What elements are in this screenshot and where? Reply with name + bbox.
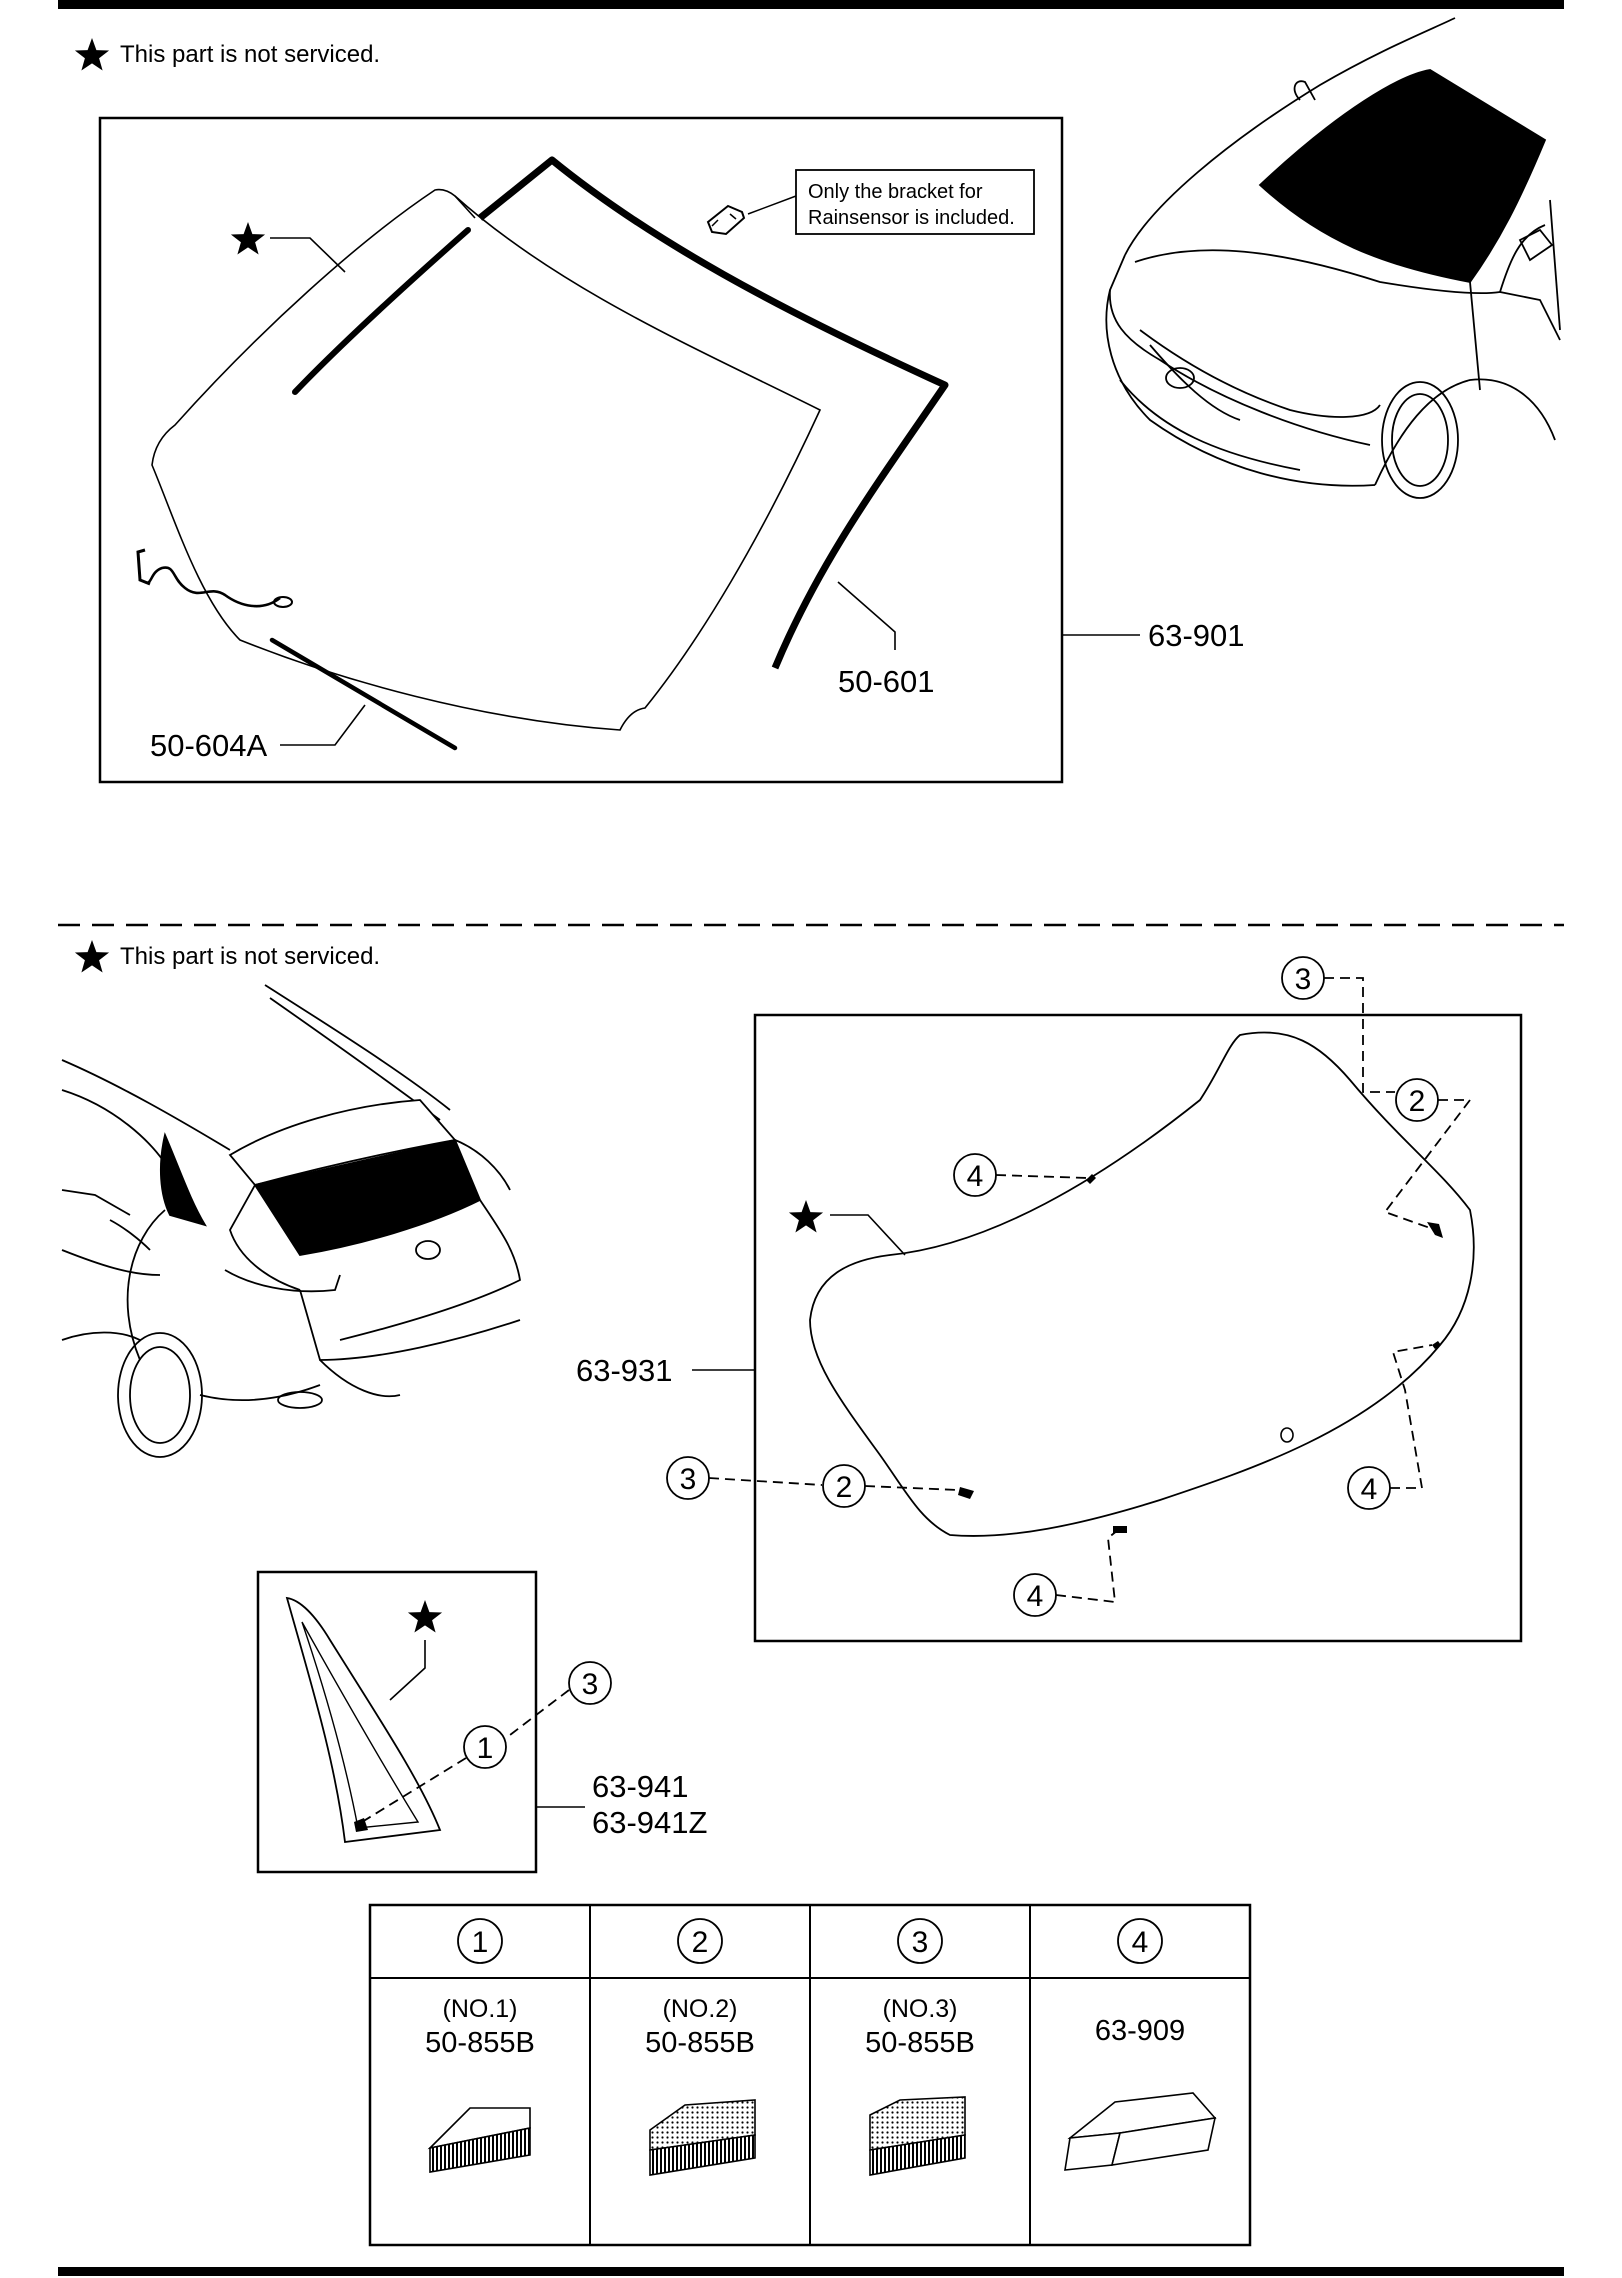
table-header-3: [897, 1918, 943, 1964]
label-63-941Z: 63-941Z: [592, 1805, 707, 1840]
table-sub-2: (NO.2): [663, 1995, 738, 2023]
top-note-text: This part is not serviced.: [120, 41, 380, 68]
callout-4-bottom: 4: [1027, 1580, 1044, 1613]
back-window-callouts: [666, 956, 1472, 1617]
callout-3-left: 3: [680, 1463, 697, 1496]
table-part-4: 63-909: [1095, 2015, 1185, 2047]
label-63-931: 63-931: [576, 1353, 673, 1388]
callout-3-top: 3: [1295, 963, 1312, 996]
callout-box: [795, 169, 1035, 235]
leader-50-601: [837, 581, 896, 650]
bottom-note-text: This part is not serviced.: [120, 943, 380, 970]
wire-connector: [136, 548, 151, 586]
windshield-inner-edge: [454, 195, 476, 219]
top-note: This part is not serviced.: [74, 38, 380, 71]
callout-line1: Only the bracket for: [808, 181, 983, 203]
star-icon: [407, 1600, 443, 1633]
molding-50-601: [477, 156, 949, 670]
molding-50-604A: [269, 637, 458, 751]
wire-harness: [144, 566, 281, 608]
windshield-glass: [151, 188, 822, 731]
callout-1-quarter: 1: [477, 1732, 494, 1765]
back-window-glass: [809, 1031, 1475, 1537]
callout-2-right: 2: [1409, 1085, 1426, 1118]
svg-text:2: 2: [692, 1926, 709, 1959]
quarter-glass-frame: [256, 1570, 538, 1874]
callout-4-top: 4: [967, 1160, 984, 1193]
leader-50-604A: [280, 704, 366, 746]
car-rear-illustration: [61, 984, 521, 1458]
star-icon: [74, 38, 110, 71]
callout-3-quarter: 3: [582, 1668, 599, 1701]
svg-text:1: 1: [472, 1926, 489, 1959]
top-rule: [58, 0, 1564, 9]
table-header-1: [457, 1918, 503, 1964]
star-icon: [788, 1200, 824, 1233]
label-63-941: 63-941: [592, 1769, 689, 1804]
label-63-901: 63-901: [1148, 618, 1245, 653]
table-header-4: [1117, 1918, 1163, 1964]
table-header-2: [677, 1918, 723, 1964]
side-molding-left: [292, 227, 471, 395]
parts-table: 1 2 3 4 (NO.1) 50-855B (NO.2) 50-855B (N…: [368, 1903, 1252, 2247]
label-50-604A: 50-604A: [150, 728, 268, 763]
label-50-601: 50-601: [838, 664, 935, 699]
windshield-frame: [98, 116, 1064, 784]
spacer-icon-3: [869, 2096, 966, 2176]
star-leader: [270, 237, 346, 273]
bottom-note: This part is not serviced.: [74, 940, 380, 973]
spacer-icon-4: [1064, 2092, 1217, 2171]
star-icon: [74, 940, 110, 973]
table-sub-1: (NO.1): [443, 1995, 518, 2023]
callout-line2: Rainsensor is included.: [808, 207, 1015, 229]
table-part-2: 50-855B: [645, 2027, 755, 2059]
table-part-3: 50-855B: [865, 2027, 975, 2059]
back-window-frame: [753, 1013, 1523, 1643]
callout-2-left: 2: [836, 1471, 853, 1504]
svg-text:4: 4: [1132, 1926, 1149, 1959]
svg-text:3: 3: [912, 1926, 929, 1959]
callout-4-right: 4: [1361, 1473, 1378, 1506]
star-icon: [230, 222, 266, 255]
rainsensor-bracket: Only the bracket for Rainsensor is inclu…: [706, 169, 1035, 236]
spacer-icon-1: [427, 2107, 531, 2173]
quarter-glass-callouts: [361, 1661, 612, 1823]
table-sub-3: (NO.3): [883, 1995, 958, 2023]
bottom-rule: [58, 2267, 1564, 2276]
table-part-1: 50-855B: [425, 2027, 535, 2059]
quarter-glass: [285, 1596, 442, 1844]
car-front-illustration: [1105, 17, 1561, 499]
spacer-icon-2: [649, 2099, 756, 2176]
